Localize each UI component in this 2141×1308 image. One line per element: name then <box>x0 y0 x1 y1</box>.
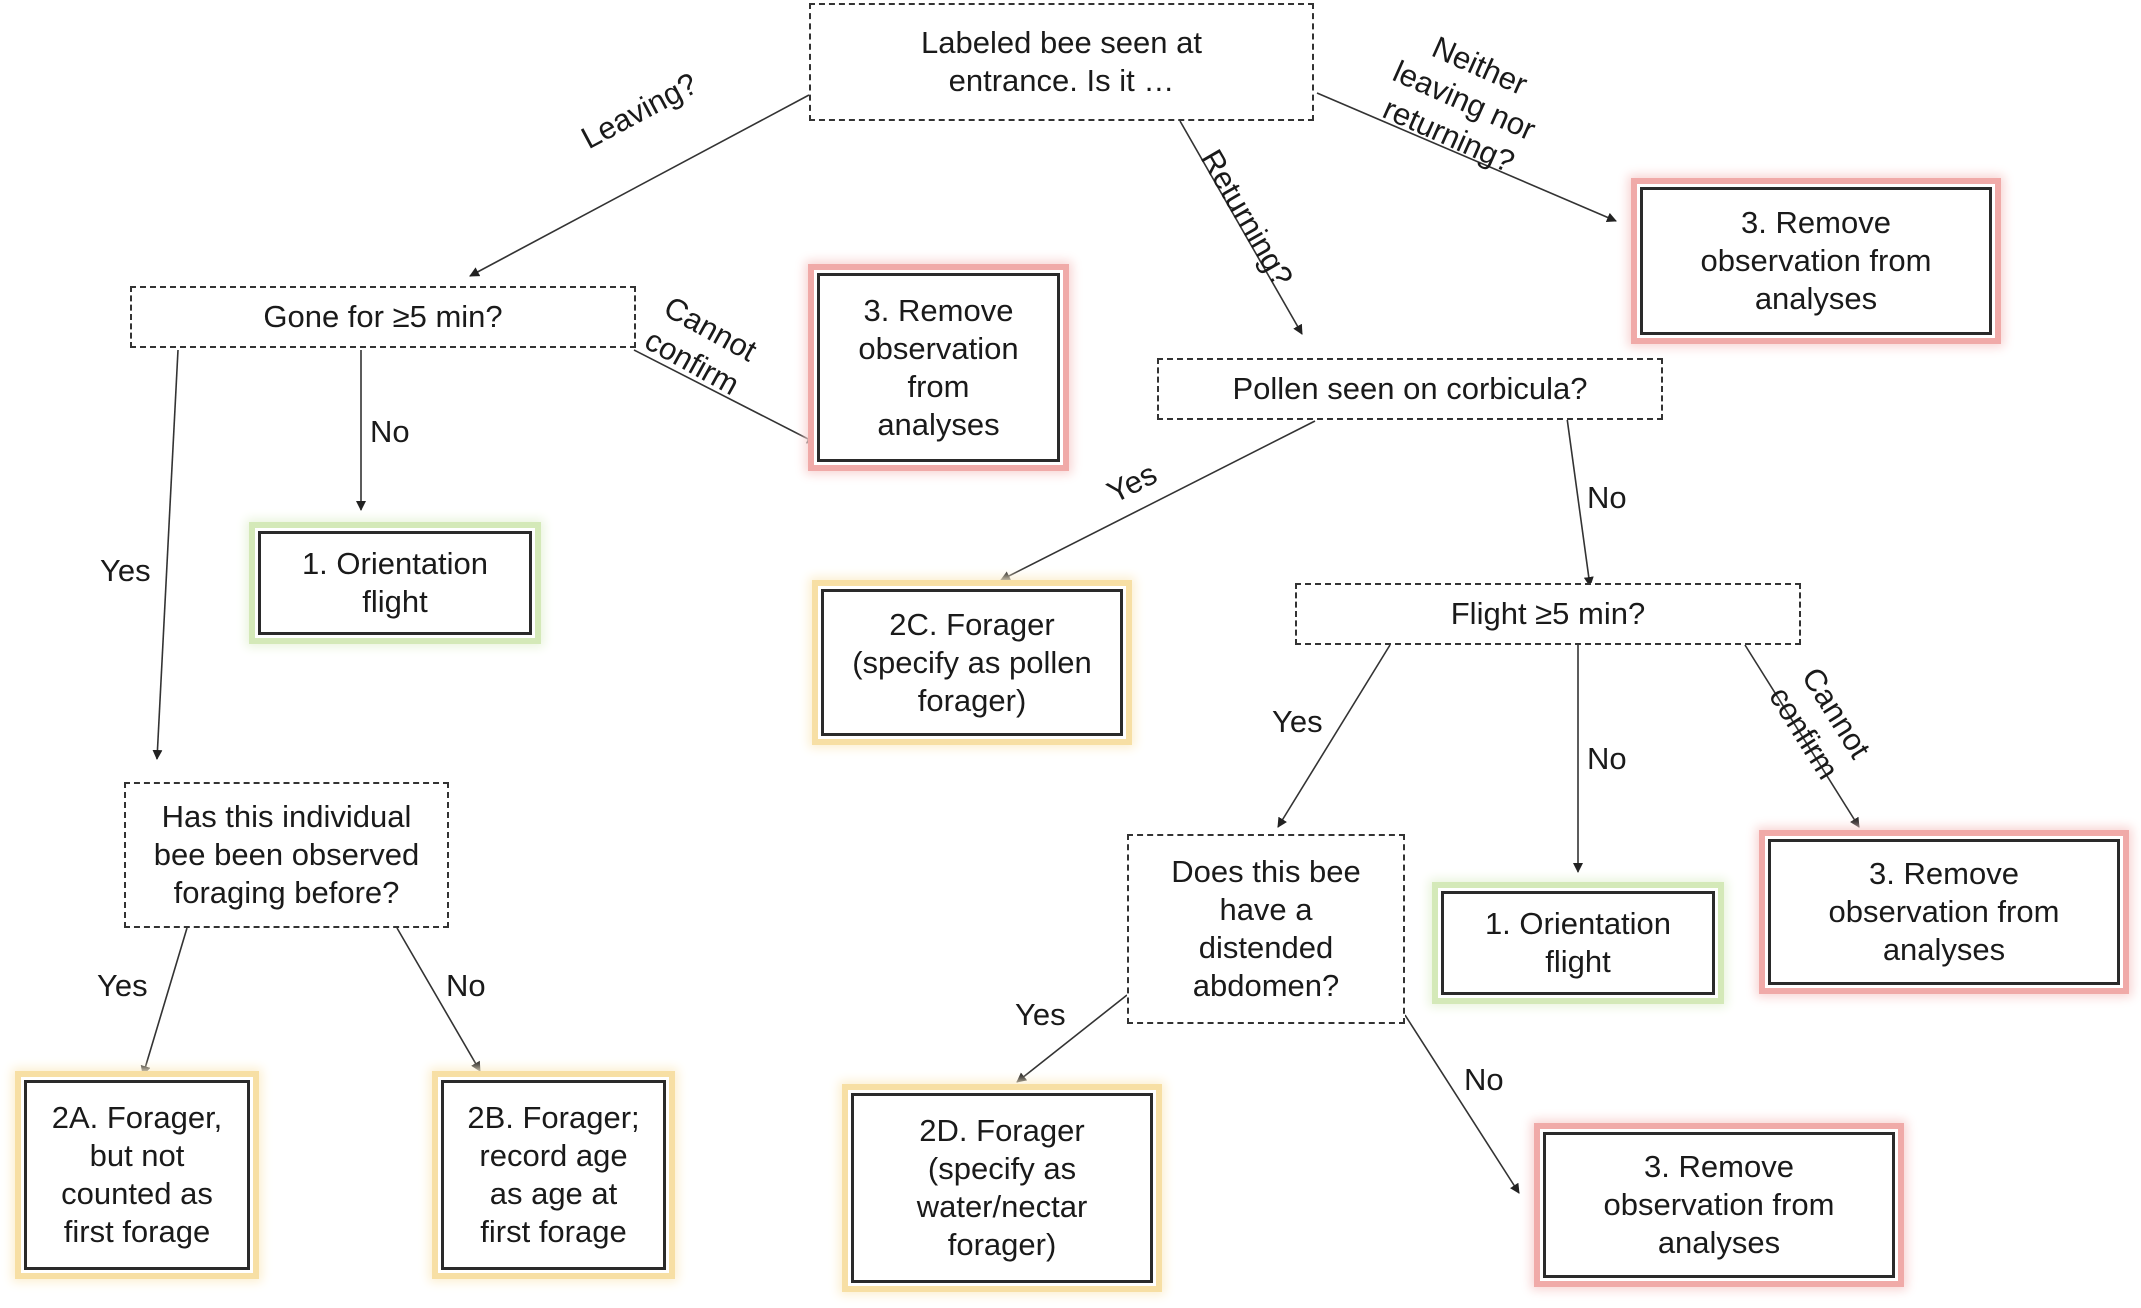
question-observed-before: Has this individual bee been observed fo… <box>124 782 449 928</box>
outcome-remove-bottom: 3. Remove observation from analyses <box>1543 1132 1895 1278</box>
edge-start-to-remove-top <box>1316 92 1617 223</box>
edge-label-gone-no: No <box>370 414 410 449</box>
edge-label-pollen-no: No <box>1587 480 1627 515</box>
question-pollen: Pollen seen on corbicula? <box>1157 358 1663 420</box>
outcome-orientation-left: 1. Orientation flight <box>258 531 532 635</box>
question-flight-5-min: Flight ≥5 min? <box>1295 583 1801 645</box>
edge-label-observed-no: No <box>446 968 486 1003</box>
edge-start-to-gone <box>469 94 810 277</box>
question-gone-5-min: Gone for ≥5 min? <box>130 286 636 348</box>
edge-distended-to-2d <box>1016 994 1128 1083</box>
question-entrance: Labeled bee seen at entrance. Is it … <box>809 3 1314 121</box>
edge-pollen-to-2c <box>1000 420 1316 581</box>
edge-observed-to-2b <box>396 927 481 1072</box>
question-distended-abdomen: Does this bee have a distended abdomen? <box>1127 834 1405 1024</box>
edge-label-flight-no: No <box>1587 741 1627 776</box>
outcome-remove-gone: 3. Remove observation from analyses <box>817 273 1060 462</box>
outcome-forager-2b: 2B. Forager; record age as age at first … <box>441 1080 666 1270</box>
edge-label-observed-yes: Yes <box>97 968 148 1003</box>
edge-pollen-to-flight <box>1566 417 1594 587</box>
edge-gone-to-remove <box>633 349 817 444</box>
edge-label-distended-yes: Yes <box>1015 997 1066 1032</box>
edge-gone-to-observed <box>152 349 179 760</box>
edge-observed-to-2a <box>140 927 188 1076</box>
edge-flight-to-distended <box>1277 644 1391 828</box>
outcome-remove-top: 3. Remove observation from analyses <box>1640 187 1992 335</box>
outcome-orientation-right: 1. Orientation flight <box>1441 891 1715 995</box>
edge-distended-to-remove <box>1404 1014 1520 1194</box>
outcome-remove-flight: 3. Remove observation from analyses <box>1768 839 2120 985</box>
outcome-forager-2a: 2A. Forager, but not counted as first fo… <box>24 1080 250 1270</box>
edge-flight-to-remove <box>1744 644 1860 828</box>
edge-label-flight-yes: Yes <box>1272 704 1323 739</box>
edge-start-to-pollen <box>1179 120 1303 335</box>
outcome-forager-2c: 2C. Forager (specify as pollen forager) <box>821 589 1123 736</box>
edge-label-gone-yes: Yes <box>100 553 151 588</box>
outcome-forager-2d: 2D. Forager (specify as water/nectar for… <box>851 1093 1153 1283</box>
edge-label-distended-no: No <box>1464 1062 1504 1097</box>
